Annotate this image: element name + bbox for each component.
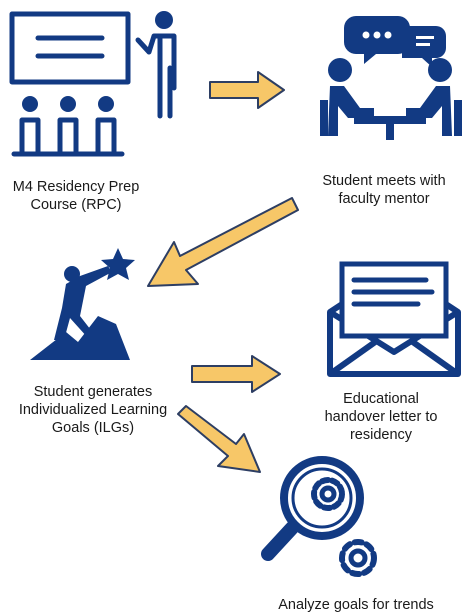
arrow-ilg-to-analyze bbox=[177, 405, 261, 473]
climber-goal-icon bbox=[30, 248, 135, 360]
step-label-rpc: M4 Residency Prep Course (RPC) bbox=[2, 178, 150, 214]
arrow-rpc-to-mentor bbox=[209, 71, 285, 109]
mentor-meeting-icon bbox=[320, 16, 462, 140]
step-label-letter: Educational handover letter to residency bbox=[306, 390, 456, 444]
step-label-line: Analyze goals for trends bbox=[278, 597, 434, 613]
step-label-line: Educational bbox=[343, 391, 419, 407]
arrow-ilg-to-letter bbox=[191, 355, 281, 393]
step-label-mentor: Student meets with faculty mentor bbox=[300, 172, 468, 208]
step-label-line: Course (RPC) bbox=[30, 197, 122, 213]
step-label-line: Student meets with bbox=[322, 173, 446, 189]
step-label-line: faculty mentor bbox=[338, 191, 430, 207]
presentation-classroom-icon bbox=[9, 11, 177, 157]
step-label-line: M4 Residency Prep bbox=[12, 179, 140, 195]
arrow-mentor-to-ilg bbox=[147, 197, 299, 287]
envelope-letter-icon bbox=[327, 261, 461, 377]
step-label-line: Goals (ILGs) bbox=[51, 420, 135, 436]
step-label-analyze: Analyze goals for trends bbox=[256, 596, 456, 614]
magnifier-gears-icon bbox=[261, 456, 377, 577]
step-label-line: Student generates bbox=[33, 384, 153, 400]
step-label-ilg: Student generates Individualized Learnin… bbox=[2, 383, 184, 437]
step-label-line: Individualized Learning bbox=[18, 402, 168, 418]
step-label-line: residency bbox=[349, 427, 413, 443]
step-label-line: handover letter to bbox=[324, 409, 438, 425]
